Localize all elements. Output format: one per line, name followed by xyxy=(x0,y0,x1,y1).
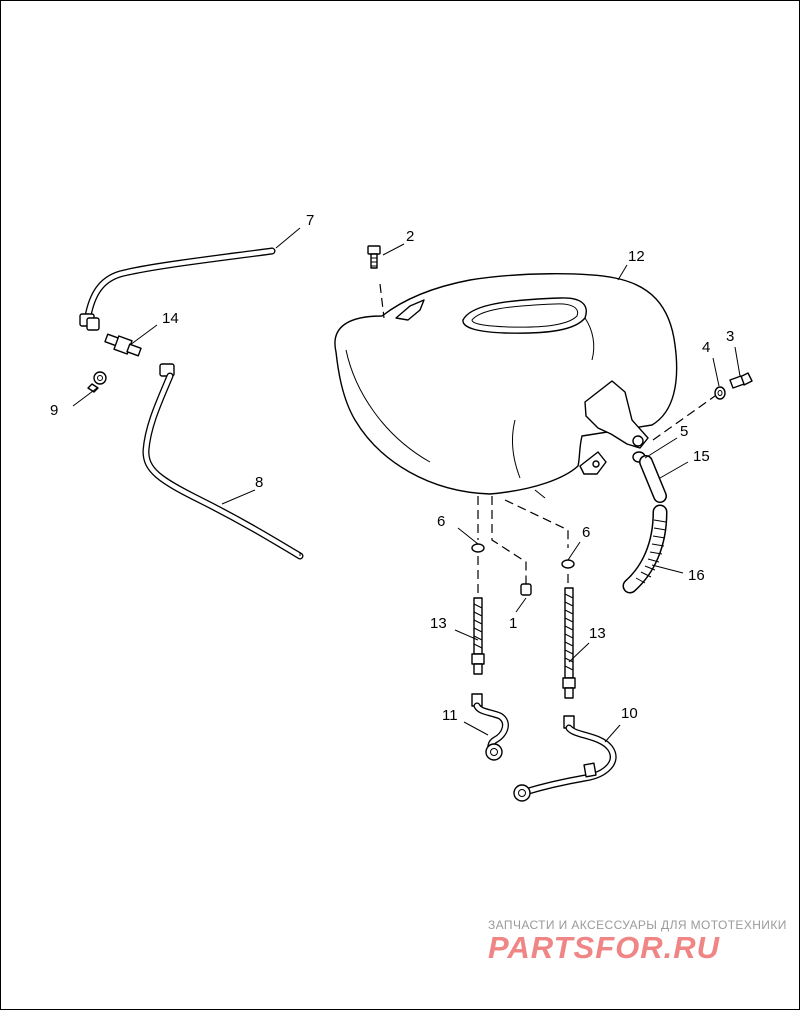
screw-3 xyxy=(729,372,753,389)
callout-2: 2 xyxy=(406,228,414,245)
callout-14: 14 xyxy=(162,310,179,327)
fitting-1 xyxy=(520,583,532,596)
hose-15 xyxy=(639,455,667,503)
callout-6-right: 6 xyxy=(582,524,590,541)
callout-10: 10 xyxy=(621,705,638,722)
vent-line-7 xyxy=(79,247,276,331)
callout-8: 8 xyxy=(255,474,263,491)
callout-11: 11 xyxy=(442,707,458,724)
clamp-9 xyxy=(87,371,107,393)
braided-line-13-right xyxy=(562,587,576,699)
watermark-brand: PARTSFOR.RU xyxy=(488,930,721,965)
callouts: 1 2 3 4 5 6 6 7 8 9 10 11 12 13 13 14 15… xyxy=(50,212,734,724)
callout-1: 1 xyxy=(509,615,517,632)
o-ring-6-left xyxy=(471,543,485,553)
callout-13-right: 13 xyxy=(589,625,606,642)
check-valve-14 xyxy=(104,333,142,357)
vent-line-8 xyxy=(142,363,304,560)
callout-6-left: 6 xyxy=(437,513,445,530)
callout-15: 15 xyxy=(693,448,710,465)
hose-assembly-10 xyxy=(513,715,617,802)
oil-tank xyxy=(334,273,678,499)
o-ring-6-right xyxy=(561,559,575,569)
callout-4: 4 xyxy=(702,339,710,356)
callout-7: 7 xyxy=(306,212,314,229)
bolt-2 xyxy=(367,245,381,269)
callout-13-left: 13 xyxy=(430,615,447,632)
washer-4 xyxy=(714,386,726,400)
callout-16: 16 xyxy=(688,567,705,584)
callout-12: 12 xyxy=(628,248,645,265)
hose-16 xyxy=(622,504,668,594)
assembly-lines xyxy=(379,283,716,600)
callout-3: 3 xyxy=(726,328,734,345)
callout-9: 9 xyxy=(50,402,58,419)
watermark-tagline: ЗАПЧАСТИ И АКСЕССУАРЫ ДЛЯ МОТОТЕХНИКИ xyxy=(488,918,787,932)
callout-5: 5 xyxy=(680,423,688,440)
leader-lines xyxy=(72,227,741,743)
hose-assembly-11 xyxy=(471,693,509,761)
braided-line-13-left xyxy=(471,597,485,675)
